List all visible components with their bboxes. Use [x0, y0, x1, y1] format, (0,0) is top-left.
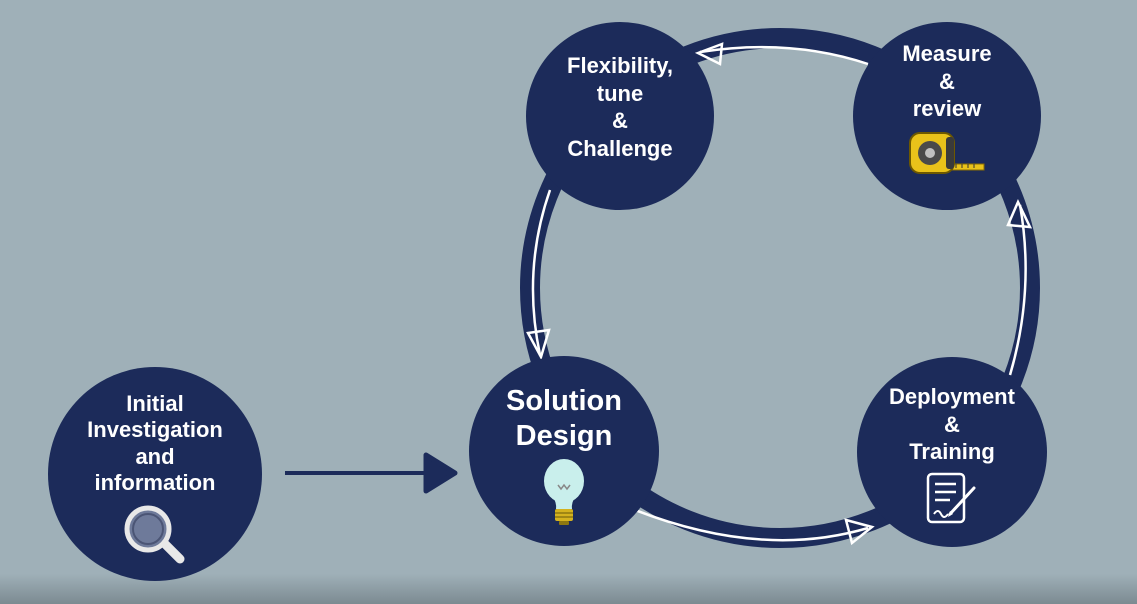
tape-measure-icon: [906, 129, 988, 184]
node-measure-label: Measure & review: [902, 41, 992, 121]
magnifying-glass-icon: [120, 503, 190, 572]
node-initial-investigation: Initial Investigation and information: [48, 367, 262, 581]
arrowhead-solution-to-deployment: [844, 518, 875, 546]
arrowhead-flexibility-to-solution: [526, 328, 551, 361]
arrowhead-initial-to-solution: [423, 452, 458, 494]
node-flexibility-label: Flexibility, tune & Challenge: [567, 53, 673, 161]
node-solution-label: Solution Design: [506, 385, 622, 453]
node-solution-design: Solution Design: [469, 356, 659, 546]
node-flexibility-tune-challenge: Flexibility, tune & Challenge: [526, 22, 714, 210]
cycle-ring: [520, 28, 1040, 548]
node-deployment-label: Deployment & Training: [889, 384, 1015, 464]
arrow-flexibility-to-solution: [531, 189, 552, 356]
node-measure-review: Measure & review: [853, 22, 1041, 210]
bottom-shadow-band: [0, 574, 1137, 604]
arrowhead-measure-to-flexibility: [694, 42, 724, 66]
signed-document-icon: [922, 470, 982, 533]
arrow-solution-to-deployment: [629, 506, 869, 542]
light-bulb-icon: [541, 457, 587, 532]
node-deployment-training: Deployment & Training: [857, 357, 1047, 547]
node-initial-label: Initial Investigation and information: [87, 391, 223, 496]
arrowhead-deployment-to-measure: [1006, 198, 1033, 229]
